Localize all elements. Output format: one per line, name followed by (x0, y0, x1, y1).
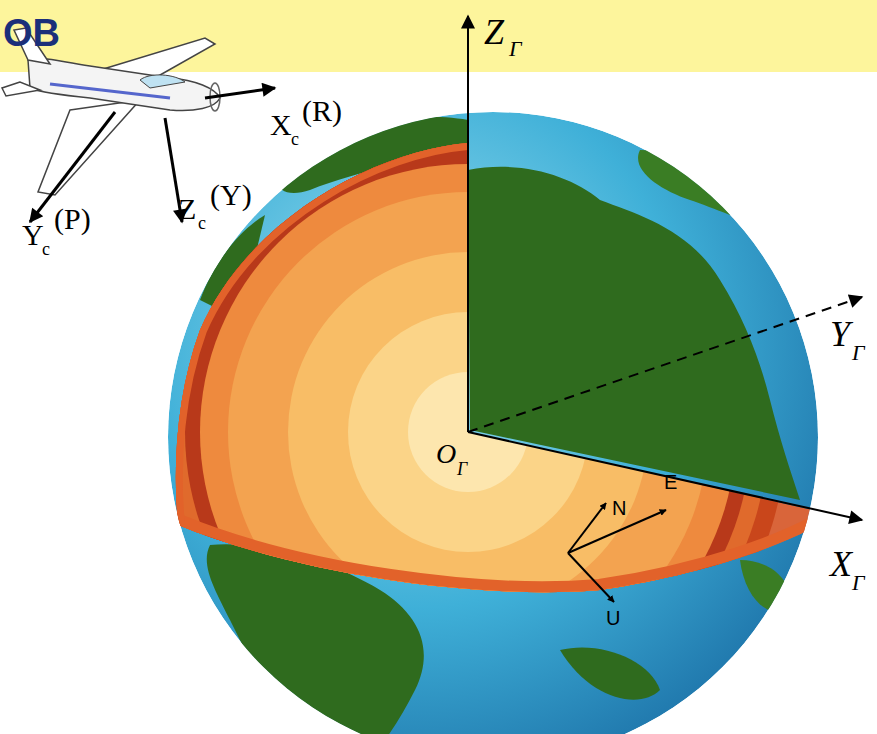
origin-subscript: Г (457, 460, 467, 478)
axis-suffix: (P) (54, 204, 91, 234)
axis-name: Z (178, 194, 196, 224)
globe (108, 72, 835, 734)
axis-subscript: Г (852, 342, 865, 364)
axis-subscript: Г (852, 572, 865, 594)
axis-suffix: (Y) (210, 180, 252, 210)
axis-suffix: (R) (302, 96, 342, 126)
axis-subscript: Г (509, 38, 522, 60)
x-axis (468, 432, 862, 520)
y-axis (468, 297, 862, 432)
airplane (2, 28, 220, 195)
axis-name: Y (22, 220, 44, 250)
direction-label: E (664, 472, 677, 492)
axis-name: X (830, 546, 852, 582)
direction-label: N (612, 498, 626, 518)
z-axis (467, 16, 469, 432)
direction-label: U (606, 608, 620, 628)
axis-subscript: c (198, 214, 206, 232)
axis-subscript: c (291, 130, 299, 148)
axis-subscript: c (42, 240, 50, 258)
axis-name: X (270, 110, 292, 140)
title-fragment: ОВ (3, 14, 60, 52)
body-axes (30, 88, 275, 222)
axis-name: Y (830, 316, 850, 352)
axis-name: Z (484, 14, 504, 50)
origin-name: O (436, 440, 456, 468)
